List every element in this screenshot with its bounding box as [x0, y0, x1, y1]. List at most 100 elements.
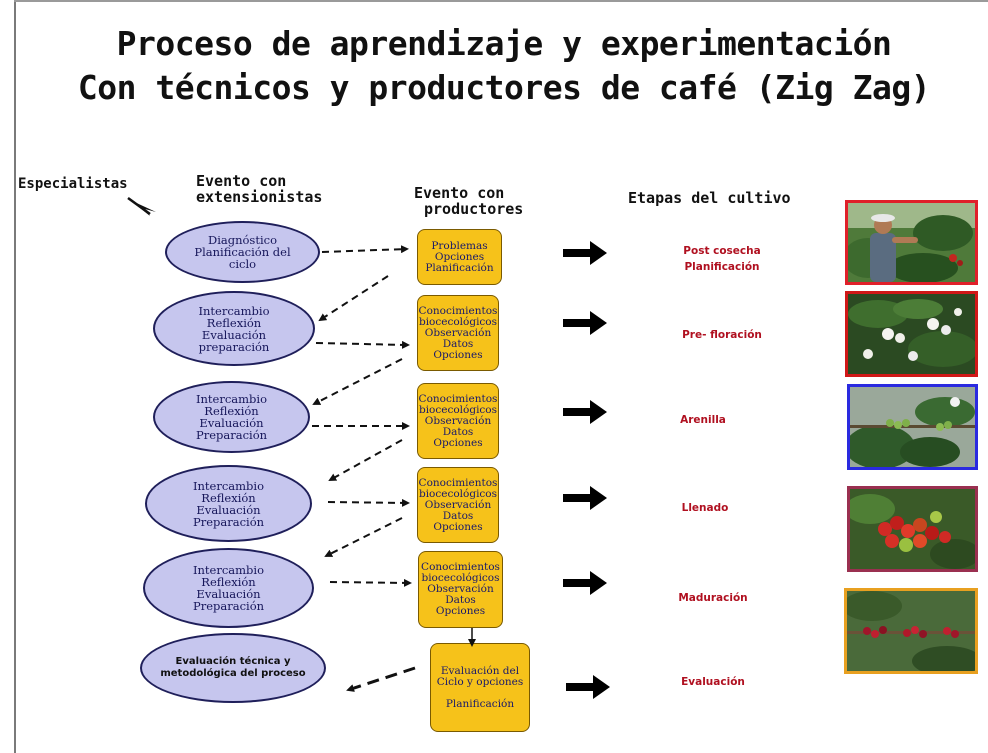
text-line: Preparación [192, 599, 265, 613]
text-line: Evaluación [199, 416, 264, 430]
header-extensionistas-line1: Evento con [196, 172, 287, 190]
slide-frame-left [14, 0, 16, 753]
text-line: Conocimientos [421, 561, 500, 573]
text-line: Preparación [195, 428, 268, 442]
text-line: preparación [198, 339, 270, 354]
title-line-2: Con técnicos y productores de café (Zig … [77, 68, 931, 107]
text-line: Post cosecha [683, 245, 761, 257]
text-line: Conocimientos [418, 476, 498, 489]
stage-label-2: Pre- floración [657, 327, 787, 343]
text-line: Opciones [433, 348, 483, 361]
text-line: Arenilla [680, 414, 726, 426]
text-line: Observación [424, 498, 492, 511]
header-productores-line2: productores [424, 200, 524, 218]
block-arrow-5 [563, 571, 607, 595]
text-line: biocecológicos [418, 487, 498, 500]
text-line: Intercambio [192, 563, 265, 577]
text-line: ciclo [228, 257, 257, 271]
text-line: Planificación del [194, 245, 291, 259]
dashed-arrow-ext4-to-prod4 [327, 498, 410, 507]
green-coffee-cherries-photo [847, 384, 978, 470]
text-line: Maduración [678, 592, 748, 604]
text-line: Planificación [684, 261, 760, 273]
text-line: Ciclo y opciones [436, 675, 524, 688]
title-line-1: Proceso de aprendizaje y experimentación [116, 24, 892, 63]
text-line: Planificación [425, 261, 494, 274]
dashed-arrow-prod3-to-ext4 [328, 439, 403, 481]
text-line: Reflexión [201, 575, 256, 589]
block-arrow-6 [566, 675, 610, 699]
text-line: Pre- floración [682, 329, 762, 341]
text-line: Datos [442, 425, 474, 438]
text-line: metodológica del proceso [160, 668, 306, 679]
text-line: Observación [424, 326, 492, 339]
stage-label-3: Arenilla [638, 412, 768, 428]
text-line: Conocimientos [418, 304, 498, 317]
block-arrow-1 [563, 241, 607, 265]
text-line: Llenado [681, 502, 729, 514]
text-line: Opciones [433, 520, 483, 533]
ripe-coffee-branch-photo [844, 588, 978, 674]
text-line: Evaluación [201, 327, 267, 342]
farmer-in-coffee-plantation-photo [845, 200, 978, 285]
stage-label-4: Llenado [640, 500, 770, 516]
block-arrow-4 [563, 486, 607, 510]
dashed-arrow-prod4-to-ext5 [324, 517, 403, 557]
text-line: biocecológicos [418, 315, 498, 328]
block-arrow-2 [563, 311, 607, 335]
dashed-arrow-prod2-to-ext3 [312, 358, 403, 405]
text-line: Opciones [433, 436, 483, 449]
coffee-flowering-photo [845, 291, 978, 377]
dashed-arrow-ext1-to-prod1 [321, 245, 409, 254]
text-line: Evaluación técnica y [175, 656, 291, 667]
text-line: Intercambio [198, 303, 270, 318]
text-line: Datos [442, 509, 474, 522]
text-line: Evaluación del [440, 664, 520, 677]
header-extensionistas: Evento con extensionistas [196, 173, 346, 205]
text-line: Evaluación [196, 502, 261, 517]
dashed-arrow-ext5-to-prod5 [329, 578, 412, 587]
text-line: Intercambio [192, 478, 265, 493]
text-line: Conocimientos [418, 392, 498, 405]
text-line: Preparación [192, 514, 265, 529]
text-line: Observación [424, 414, 492, 427]
ripening-coffee-cherries-photo [847, 486, 978, 572]
text-line: Reflexión [204, 404, 259, 418]
text-line: Datos [445, 594, 476, 606]
text-line: Evaluación [196, 587, 261, 601]
text-line: biocecológicos [421, 572, 500, 584]
stage-label-6: Evaluación [648, 674, 778, 690]
dashed-arrow-prod-final-to-ext-final [346, 666, 416, 692]
stage-label-5: Maduración [648, 590, 778, 606]
text-line: Intercambio [195, 392, 268, 406]
slide-frame-top [14, 0, 988, 2]
text-line: Opciones [435, 605, 486, 617]
header-productores: Evento con productores [410, 185, 550, 217]
text-line: Planificación [445, 697, 515, 710]
text-line: Opciones [434, 250, 485, 263]
header-extensionistas-line2: extensionistas [196, 188, 323, 206]
text-line: Diagnóstico [207, 233, 277, 247]
text-line: Problemas [431, 239, 488, 252]
dashed-arrow-prod1-to-ext2 [318, 275, 389, 322]
block-arrow-3 [563, 400, 607, 424]
header-especialistas: Especialistas [18, 176, 128, 192]
header-productores-line1: Evento con [414, 184, 505, 202]
text-line: biocecológicos [418, 403, 498, 416]
header-etapas: Etapas del cultivo [628, 189, 791, 207]
text-line: Observación [427, 583, 494, 595]
text-line: Evaluación [681, 676, 745, 688]
